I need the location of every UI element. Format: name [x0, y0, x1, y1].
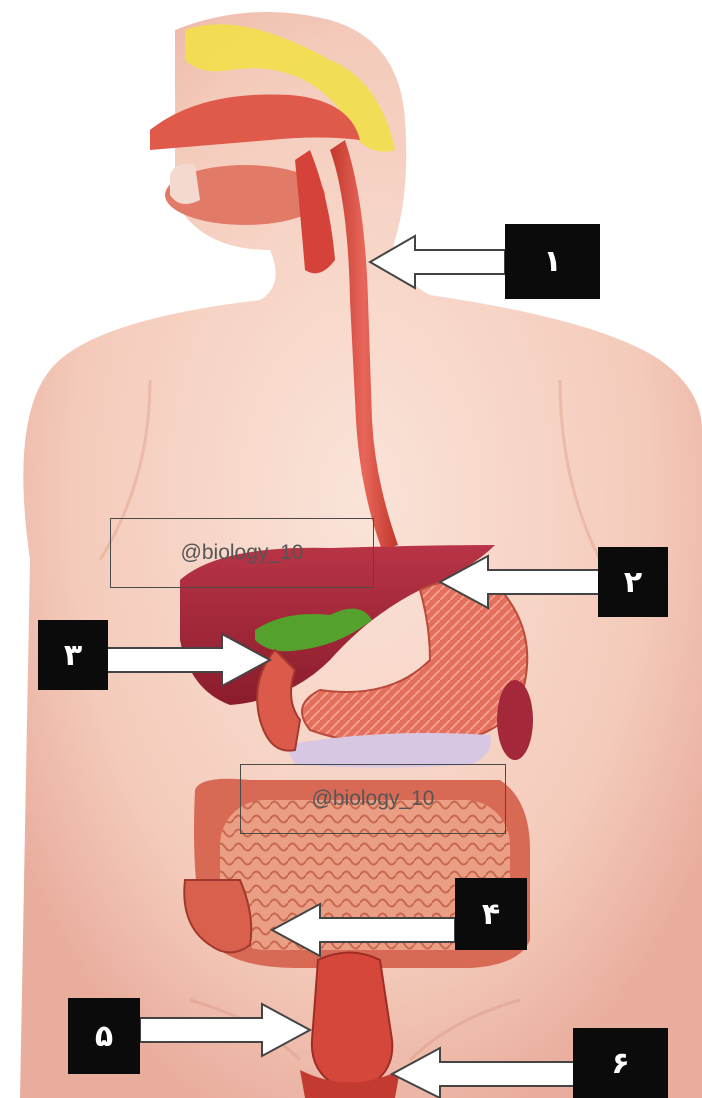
teeth: [170, 164, 200, 204]
rectum: [312, 953, 392, 1086]
label-3: ۳: [38, 620, 108, 690]
watermark-2: @biology_10: [240, 764, 506, 834]
spleen: [497, 680, 533, 760]
label-2: ۲: [598, 547, 668, 617]
label-1: ۱: [505, 224, 600, 299]
label-6: ۶: [573, 1028, 668, 1098]
watermark-1: @biology_10: [110, 518, 374, 588]
label-4: ۴: [455, 878, 527, 950]
label-5: ۵: [68, 998, 140, 1074]
